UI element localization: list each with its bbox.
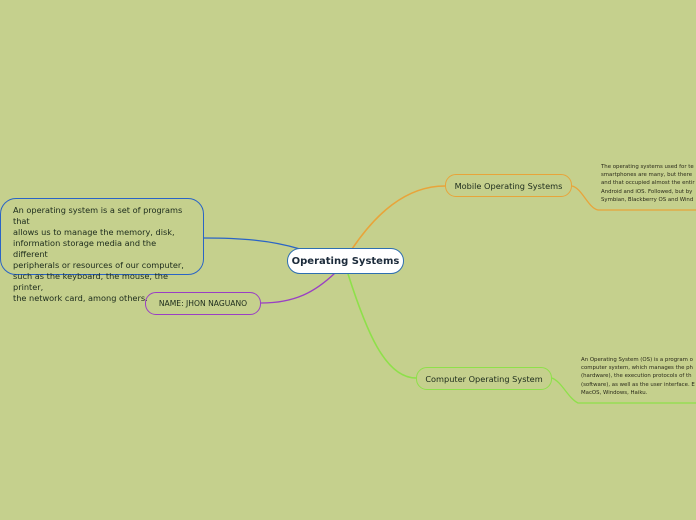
mobile-desc-line: The operating systems used for te (601, 164, 694, 170)
connector-definition (203, 237, 301, 250)
definition-line: An operating system is a set of programs… (13, 205, 183, 226)
mobile-os-label: Mobile Operating Systems (454, 180, 563, 191)
mobile-desc-line: smartphones are many, but there (601, 172, 693, 179)
connector-mobile-desc (571, 185, 696, 211)
computer-os-description[interactable]: An Operating System (OS) is a program o … (581, 356, 696, 404)
computer-desc-line: (hardware), the execution protocols of t… (581, 373, 692, 380)
connector-computer (347, 273, 417, 379)
computer-desc-line: (software), as well as the user interfac… (581, 381, 695, 388)
definition-line: the network card, among others. (13, 293, 148, 303)
connector-mobile (351, 185, 446, 250)
definition-line: peripherals or resources of our computer… (13, 260, 184, 270)
mobile-desc-line: and that occupied almost the entir (601, 180, 695, 187)
mobile-os-node[interactable]: Mobile Operating Systems (445, 174, 572, 197)
computer-desc-line: MacOS, Windows, Haiku. (581, 389, 648, 396)
connector-name (260, 272, 336, 304)
computer-desc-line: An Operating System (OS) is a program o (581, 357, 693, 363)
mobile-os-description[interactable]: The operating systems used for te smartp… (601, 163, 696, 211)
connector-computer-desc (551, 377, 696, 404)
name-node[interactable]: NAME: JHON NAGUANO (145, 292, 261, 315)
computer-os-node[interactable]: Computer Operating System (416, 367, 552, 390)
mobile-desc-line: Symbian, Blackberry OS and Wind (601, 196, 694, 203)
mobile-desc-line: Android and iOS. Followed, but by (601, 188, 693, 195)
definition-line: such as the keyboard, the mouse, the pri… (13, 271, 169, 292)
definition-node[interactable]: An operating system is a set of programs… (0, 198, 204, 303)
definition-line: information storage media and the differ… (13, 238, 157, 259)
central-label: Operating Systems (291, 255, 400, 267)
computer-desc-line: computer system, which manages the ph (581, 365, 693, 372)
computer-os-label: Computer Operating System (425, 373, 543, 384)
central-node[interactable]: Operating Systems (287, 248, 404, 274)
definition-line: allows us to manage the memory, disk, (13, 227, 175, 237)
name-label: NAME: JHON NAGUANO (158, 299, 248, 308)
